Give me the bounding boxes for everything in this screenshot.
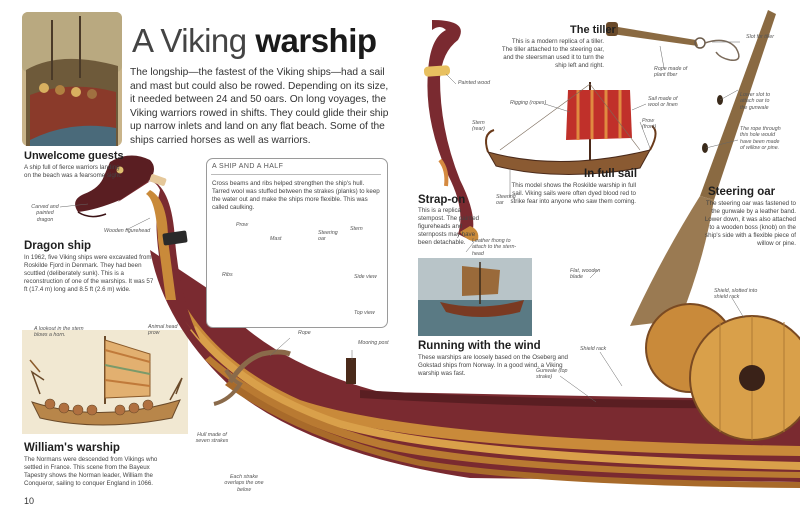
note-flat-blade: Flat, wooden blade	[570, 268, 601, 281]
diag-top-view: Top view	[354, 310, 375, 316]
steering-heading: Steering oar	[708, 186, 776, 198]
title-light: A Viking	[132, 22, 247, 59]
page-title: A Viking warship	[132, 22, 377, 60]
full-sail-model	[485, 82, 657, 176]
diag-stern: Stern	[350, 226, 363, 232]
running-heading: Running with the wind	[418, 340, 541, 352]
note-rope-through: The rope through this hole would have be…	[740, 126, 781, 152]
diag-ribs: Ribs	[222, 272, 233, 278]
dragon-heading: Dragon ship	[24, 240, 92, 252]
unwelcome-guests-image	[22, 12, 122, 147]
note-rigging: Rigging (ropes)	[510, 100, 547, 106]
ship-and-half-heading: A SHIP AND A HALF	[212, 163, 284, 170]
note-strake: Each strake overlaps the one below	[224, 474, 264, 493]
ship-and-half-text: Cross beams and ribs helped strengthen t…	[212, 180, 380, 211]
dragon-text: In 1962, five Viking ships were excavate…	[24, 254, 154, 293]
fullsail-text: This model shows the Roskilde warship in…	[510, 182, 636, 205]
note-shield-slotted: Shield, slotted into shield rack	[714, 288, 758, 301]
note-painted-wood: Painted wood	[458, 80, 491, 86]
unwelcome-text: A ship full of fierce warriors landing o…	[24, 164, 122, 179]
stempost-replica	[423, 20, 479, 241]
box-divider	[211, 174, 381, 175]
page-number: 10	[24, 496, 35, 506]
note-sail: Sail made of wool or linen	[648, 96, 678, 109]
leader-lines	[59, 41, 745, 403]
ship-and-half-box	[206, 158, 388, 328]
diag-steering-oar: Steering oar	[318, 230, 338, 243]
note-lookout: A lookout in the stern blows a horn.	[34, 326, 84, 339]
note-animal-prow: Animal head prow	[148, 324, 178, 337]
shields	[645, 303, 800, 441]
william-text: The Normans were descended from Vikings …	[24, 456, 158, 487]
note-leather-thong: Leather thong to attach to the stern-hea…	[472, 238, 517, 257]
diag-side-view: Side view	[354, 274, 377, 280]
note-rope-fiber: Rope made of plant fiber	[654, 66, 688, 79]
main-warship-hull	[75, 155, 800, 488]
note-hull: Hull made of seven strakes	[195, 432, 229, 445]
note-lower-slot: Lower slot to attach oar to the gunwale	[740, 92, 771, 111]
title-bold: warship	[255, 22, 377, 59]
note-carved: Carved and painted dragon	[31, 204, 59, 223]
unwelcome-heading: Unwelcome guests	[24, 150, 124, 162]
note-mooring: Mooring post	[358, 340, 389, 346]
note-prow-front: Prow (front)	[642, 118, 657, 131]
note-slot-tiller: Slot for tiller	[746, 34, 774, 40]
running-text: These warships are loosely based on the …	[418, 354, 568, 377]
note-shield-rack: Shield rack	[580, 346, 607, 352]
note-rope: Rope	[298, 330, 311, 336]
diag-prow: Prow	[236, 222, 249, 228]
note-steering-oar-small: Steering oar	[496, 194, 516, 207]
intro-paragraph: The longship—the fastest of the Viking s…	[130, 67, 389, 146]
note-figurehead: Wooden figurehead	[104, 228, 151, 234]
note-gunwale: Gunwale (top strake)	[536, 368, 568, 381]
tiller-heading: The tiller	[570, 24, 616, 36]
fullsail-heading: In full sail	[584, 168, 638, 180]
note-stern: Stern (rear)	[472, 120, 485, 133]
tiller-text: This is a modern replica of a tiller. Th…	[501, 38, 604, 69]
tiller-replica	[606, 22, 740, 61]
bayeux-tapestry-image	[22, 330, 188, 434]
running-with-wind-image	[418, 258, 532, 336]
william-heading: William's warship	[24, 442, 120, 454]
steering-oar	[630, 10, 776, 326]
strapon-heading: Strap-on	[418, 194, 466, 206]
strapon-text: This is a replica stempost. The painted …	[418, 207, 480, 246]
diag-mast: Mast	[270, 236, 282, 242]
steering-text: The steering oar was fastened to the gun…	[704, 200, 796, 247]
